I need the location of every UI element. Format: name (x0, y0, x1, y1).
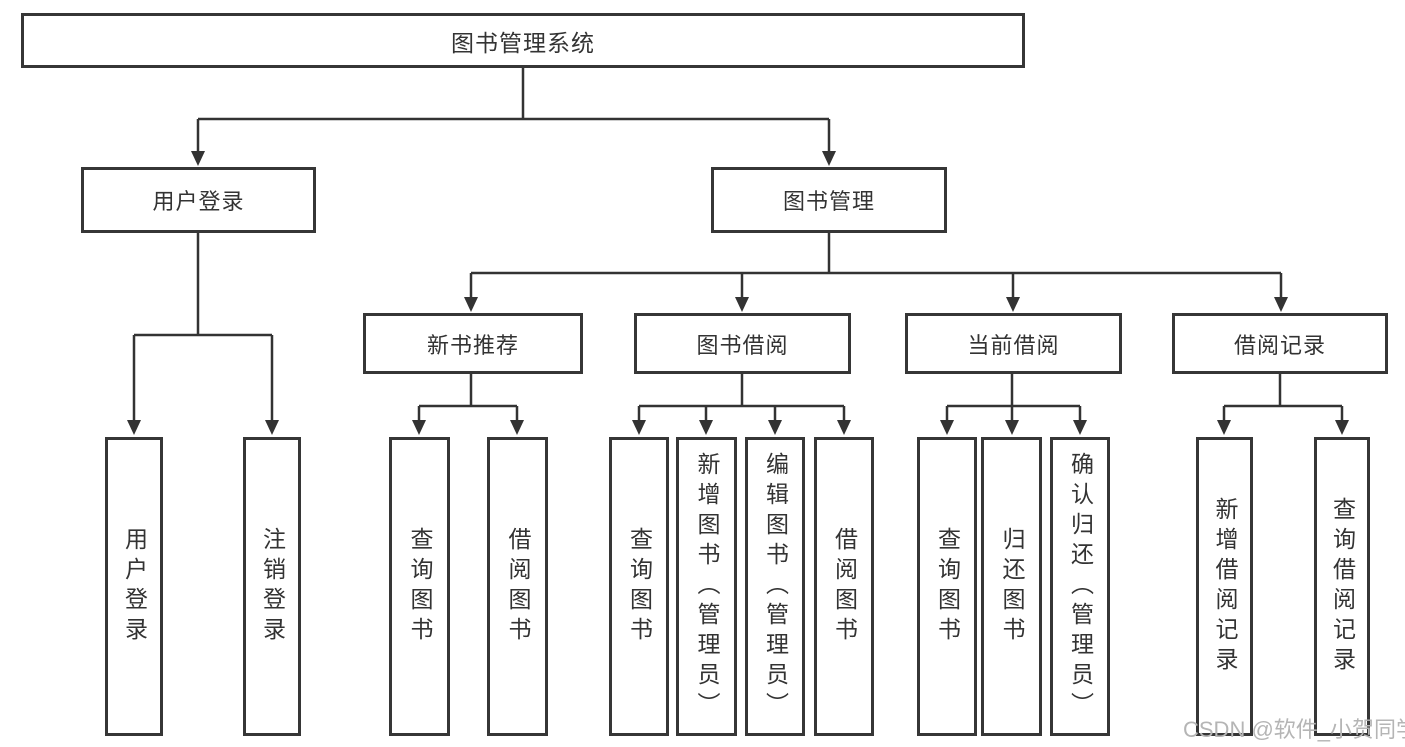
node-current-borrowing: 当前借阅 (905, 313, 1122, 374)
node-book-management: 图书管理 (711, 167, 947, 233)
leaf-borrow-book-recommend: 借阅图书 (487, 437, 548, 736)
leaf-borrow-book-borrowing: 借阅图书 (814, 437, 874, 736)
leaf-logout: 注销登录 (243, 437, 301, 736)
leaf-add-borrow-record: 新增借阅记录 (1196, 437, 1253, 736)
node-book-borrowing: 图书借阅 (634, 313, 851, 374)
arrowhead-icons (127, 151, 1349, 435)
node-borrowing-records: 借阅记录 (1172, 313, 1388, 374)
leaf-return-book: 归还图书 (981, 437, 1042, 736)
leaf-confirm-return-admin: 确认归还（管理员） (1050, 437, 1110, 736)
node-user-login: 用户登录 (81, 167, 316, 233)
leaf-query-book-borrowing: 查询图书 (609, 437, 669, 736)
leaf-edit-book-admin: 编辑图书（管理员） (745, 437, 805, 736)
node-new-book-recommendation: 新书推荐 (363, 313, 583, 374)
leaf-query-book-recommend: 查询图书 (389, 437, 450, 736)
node-library-management-system: 图书管理系统 (21, 13, 1025, 68)
leaf-query-borrow-record: 查询借阅记录 (1314, 437, 1370, 736)
leaf-user-login: 用户登录 (105, 437, 163, 736)
leaf-add-book-admin: 新增图书（管理员） (676, 437, 737, 736)
leaf-query-book-current: 查询图书 (917, 437, 977, 736)
